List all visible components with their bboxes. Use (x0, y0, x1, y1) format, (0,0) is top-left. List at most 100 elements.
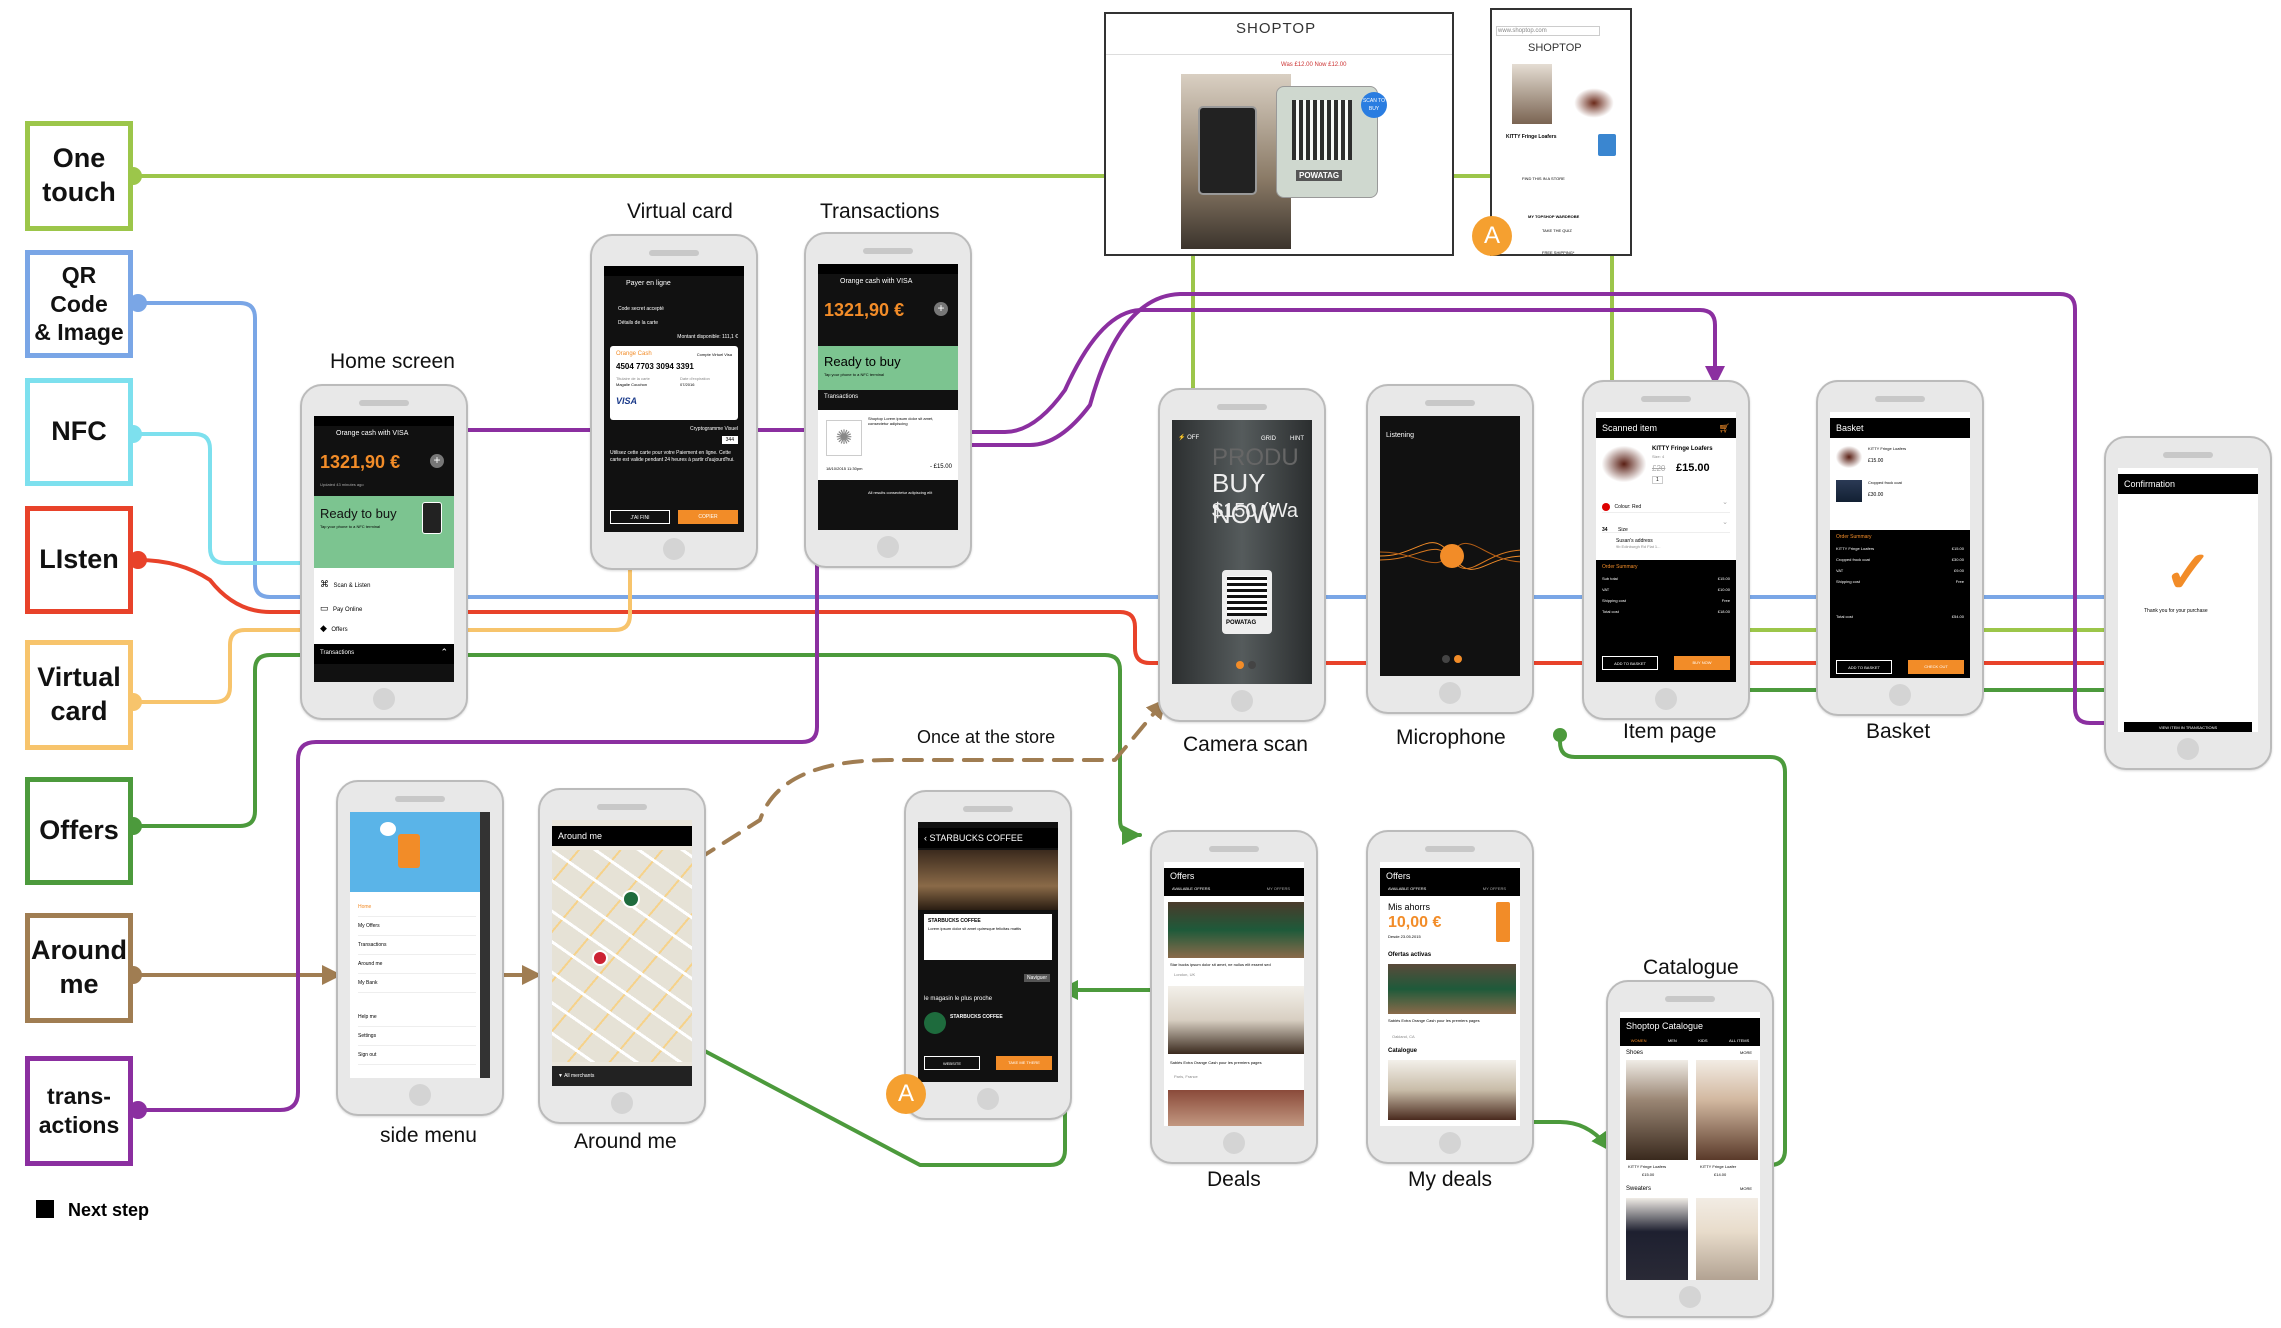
deals-screen: Offers AVAILABLE OFFERS MY OFFERS Star b… (1164, 862, 1304, 1126)
phone-around-me: Around me ▼ All merchants (538, 788, 706, 1124)
phone-confirmation: Confirmation ✓ Thank you for your purcha… (2104, 436, 2272, 770)
web-mobile-wardrobe: MY TOPSHOP WARDROBE (1528, 214, 1580, 219)
home-menu-scan[interactable]: ⌘ Scan & Listen (320, 574, 454, 589)
cart-icon[interactable]: 🛒︎ (1718, 423, 1730, 433)
starbucks-nav-button[interactable]: Naviguer (1023, 974, 1050, 982)
item-buy-button[interactable]: BUY NOW (1674, 656, 1730, 670)
sidemenu-item[interactable]: Transactions (358, 936, 476, 955)
catalogue-p2-photo[interactable] (1696, 1060, 1758, 1160)
chevron-down-icon: ⌄ (1722, 499, 1728, 506)
catalogue-p1-photo[interactable] (1626, 1060, 1688, 1160)
home-ready-sub: Tap your phone to a NFC terminal (320, 524, 381, 529)
trans-item-text: Shoptop Lorem ipsum dolor sit amet, cons… (868, 416, 934, 426)
sidemenu-bottom-item[interactable]: Help me (358, 1008, 476, 1027)
label-virtual-card: Virtual card (627, 200, 733, 223)
starbucks-title: STARBUCKS COFFEE (928, 918, 981, 924)
starbucks-store: STARBUCKS COFFEE (950, 1014, 1003, 1020)
catalogue-more-2[interactable]: MORE (1740, 1186, 1752, 1191)
vcard-copy-button[interactable]: COPIER (678, 510, 738, 524)
item-qty[interactable]: 1 (1652, 476, 1663, 484)
home-recharge-button[interactable]: + (430, 454, 444, 468)
catalogue-tab[interactable]: KIDS (1698, 1037, 1708, 1043)
qr-tag-icon: POWATAG (1222, 570, 1272, 634)
deals-d2[interactable]: Sablés Extra Orange Cash pour les premie… (1170, 1060, 1262, 1065)
mydeals-catalogue[interactable]: Catalogue (1388, 1048, 1418, 1054)
item-screen: Scanned item🛒︎ KITTY Fringe Loafers Size… (1596, 412, 1736, 682)
flash-icon[interactable]: ⚡ OFF (1178, 435, 1200, 441)
home-menu-offers[interactable]: ◆ Offers (320, 618, 454, 633)
deals-d1[interactable]: Star bucks ipsum dolor sit amet, ne null… (1170, 962, 1271, 967)
sidemenu-item[interactable]: Around me (358, 955, 476, 974)
phone-home: Orange cash with VISA 1321,90 € + Update… (300, 384, 468, 720)
catalogue-tab[interactable]: WOMEN (1630, 1037, 1647, 1043)
item-colour[interactable]: Colour: Red ⌄ (1602, 498, 1730, 513)
home-ready-panel[interactable]: Ready to buy Tap your phone to a NFC ter… (314, 496, 454, 568)
mydeals-tab-my[interactable]: MY OFFERS (1482, 886, 1506, 891)
mydeals-offer-loc: Oakland, CA (1392, 1034, 1415, 1039)
camera-hint[interactable]: HINT (1290, 436, 1304, 442)
vcard-done-button[interactable]: J'AI FINI (610, 510, 670, 524)
sidemenu-bottom-item[interactable]: Settings (358, 1027, 476, 1046)
chevron-down-icon: ⌄ (1722, 519, 1728, 526)
basket-item1-name: KITTY Fringe Loafers (1868, 446, 1907, 451)
sidemenu-item[interactable]: Home (358, 898, 476, 917)
sidemenu-item[interactable]: My Bank (358, 974, 476, 993)
home-footer[interactable]: Transactions ⌃ (314, 644, 454, 664)
mic-pager[interactable] (1442, 650, 1464, 663)
basket-checkout-button[interactable]: CHECK OUT (1908, 660, 1964, 674)
camera-tag-label: POWATAG (1226, 620, 1257, 626)
deals-tab-my[interactable]: MY OFFERS (1266, 886, 1290, 891)
around-filter[interactable]: ▼ All merchants (552, 1066, 692, 1086)
item-size[interactable]: 34 Size ⌄ (1602, 518, 1730, 533)
home-menu-pay-online[interactable]: ▭ Pay Online (320, 598, 454, 613)
deals-photo-2 (1168, 986, 1304, 1054)
sidemenu-item[interactable]: My Offers (358, 917, 476, 936)
legend-one-touch: One touch (25, 121, 133, 231)
sidemenu-bottom-item[interactable]: Sign out (358, 1046, 476, 1065)
item-address[interactable]: Susan's address 9b Edinburgh Rd Flat 1..… (1602, 538, 1730, 554)
camera-pager[interactable] (1236, 656, 1258, 669)
camera-grid[interactable]: GRID (1261, 436, 1276, 442)
catalogue-p2-price: £14.00 (1714, 1172, 1727, 1177)
mydeals-offer[interactable]: Sablés Extra Orange Cash pour les premie… (1388, 1018, 1480, 1023)
mydeals-catalogue-photo (1388, 1060, 1516, 1120)
label-once-at-store: Once at the store (917, 727, 1056, 747)
mic-button[interactable] (1440, 544, 1464, 568)
deals-tab-available[interactable]: AVAILABLE OFFERS (1172, 886, 1211, 891)
basket-add-button[interactable]: ADD TO BASKET (1836, 660, 1892, 674)
label-deals: Deals (1207, 1168, 1261, 1191)
catalogue-sweaters: Sweaters (1626, 1186, 1652, 1192)
mydeals-tabs: AVAILABLE OFFERS MY OFFERS (1380, 884, 1520, 896)
trans-ready-title: Ready to buy (824, 354, 901, 369)
starbucks-nearest: le magasin le plus proche (924, 996, 993, 1002)
catalogue-more-1[interactable]: MORE (1740, 1050, 1752, 1055)
web-mobile-legs-photo (1512, 64, 1552, 124)
catalogue-tab[interactable]: MEN (1667, 1037, 1677, 1043)
item-add-button[interactable]: ADD TO BASKET (1602, 656, 1658, 670)
starbucks-header-label: STARBUCKS COFFEE (929, 833, 1023, 843)
item-summary-row: Total cost£18.00 (1602, 609, 1730, 620)
web-mobile-shop: www.shoptop.com SHOPTOP KITTY Fringe Loa… (1490, 8, 1632, 256)
map-pin-icon[interactable] (592, 950, 608, 966)
trans-ready-panel[interactable]: Ready to buy Tap your phone to a NFC ter… (818, 346, 958, 390)
trans-recharge-button[interactable]: + (934, 302, 948, 316)
starbucks-website-button[interactable]: WEBSITE (924, 1056, 980, 1070)
mydeals-tab-available[interactable]: AVAILABLE OFFERS (1388, 886, 1427, 891)
home-menu: ⌘ Scan & Listen ▭ Pay Online ◆ Offers (314, 568, 454, 644)
catalogue-tab[interactable]: ALL ITEMS (1728, 1037, 1750, 1043)
map-pin-icon[interactable] (622, 890, 640, 908)
trans-item[interactable]: ✺ Shoptop Lorem ipsum dolor sit amet, co… (818, 410, 958, 480)
item-colour-label: Colour: Red (1614, 503, 1642, 510)
home-ready-title: Ready to buy (320, 506, 397, 521)
confirm-button[interactable]: VIEW ITEM IN TRANSACTIONS (2124, 722, 2252, 732)
starbucks-take-me-button[interactable]: TAKE ME THERE (996, 1056, 1052, 1070)
catalogue-p4-photo[interactable] (1696, 1198, 1758, 1280)
deals-d2-loc: Paris, France (1174, 1074, 1198, 1079)
item-size-small: Size: 4 (1652, 454, 1665, 459)
catalogue-p1-price: £15.00 (1642, 1172, 1655, 1177)
catalogue-p3-photo[interactable] (1626, 1198, 1688, 1280)
item-summary-row-value: £10.00 (1717, 587, 1730, 592)
